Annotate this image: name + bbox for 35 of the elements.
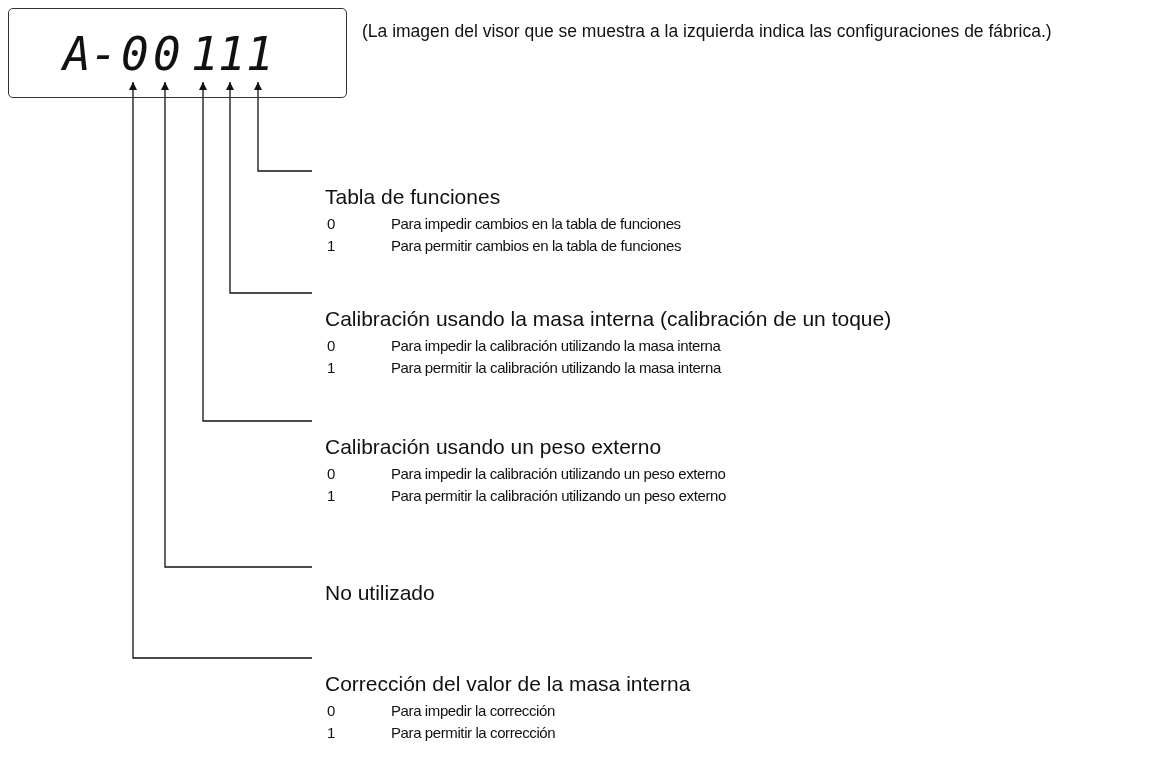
option-value: 0 [326, 701, 337, 721]
leader-arrow [161, 81, 313, 568]
note-text: (La imagen del visor que se muestra a la izquierda indica las configuraciones de fábrica.) [362, 20, 1053, 43]
leader-arrow [199, 81, 313, 422]
setting-heading: Corrección del valor de la masa interna [325, 671, 692, 697]
option-value: 1 [326, 486, 337, 506]
setting-heading: Calibración usando la masa interna (calibración de un toque) [325, 306, 893, 332]
leader-arrow [226, 81, 313, 294]
option-description: Para impedir la calibración utilizando un peso externo [391, 464, 727, 484]
display-character: - [90, 26, 116, 83]
option-value: 0 [326, 336, 337, 356]
option-description: Para impedir cambios en la tabla de funciones [391, 214, 682, 234]
setting-heading: Calibración usando un peso externo [325, 434, 663, 460]
option-value: 1 [326, 236, 337, 256]
leader-arrow [254, 81, 313, 172]
display-digit: 1 [246, 25, 272, 83]
display-character: A [63, 26, 89, 83]
option-description: Para permitir cambios en la tabla de funciones [391, 236, 683, 256]
option-description: Para impedir la calibración utilizando la masa interna [391, 336, 722, 356]
setting-heading: Tabla de funciones [325, 184, 502, 210]
option-value: 1 [326, 723, 337, 743]
display-digit: 1 [191, 25, 217, 83]
option-description: Para permitir la calibración utilizando la masa interna [391, 358, 723, 378]
display-digit: 0 [153, 25, 179, 83]
option-value: 0 [326, 214, 337, 234]
setting-heading: No utilizado [325, 580, 436, 606]
option-description: Para impedir la corrección [391, 701, 556, 721]
option-value: 0 [326, 464, 337, 484]
option-description: Para permitir la calibración utilizando un peso externo [391, 486, 727, 506]
display-screen [8, 8, 347, 98]
option-description: Para permitir la corrección [391, 723, 557, 743]
display-digit: 0 [121, 25, 147, 83]
display-digit: 1 [218, 25, 244, 83]
leader-arrow [129, 81, 313, 659]
option-value: 1 [326, 358, 337, 378]
